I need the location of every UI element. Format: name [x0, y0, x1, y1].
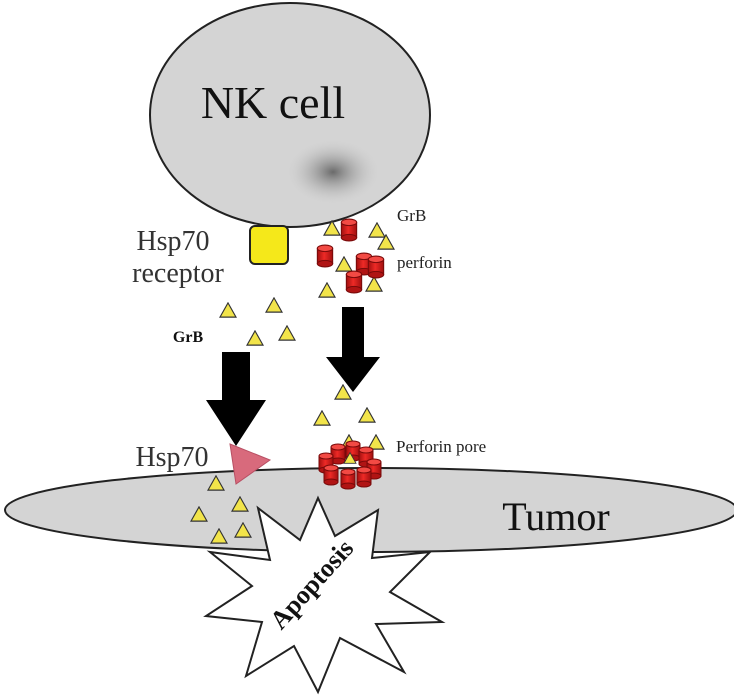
granzyme-granule — [318, 282, 336, 298]
receptor-label-line1: Hsp70 — [136, 226, 209, 257]
granzyme-granule — [368, 222, 386, 238]
perforin-arrow — [326, 307, 380, 392]
grb-left-label: GrB — [173, 329, 204, 346]
hsp70-receptor — [249, 225, 289, 265]
perforin-pore-label: Perforin pore — [396, 437, 486, 456]
granzyme-granule — [367, 434, 385, 450]
granzyme-arrow — [206, 352, 266, 446]
granzyme-granule — [313, 410, 331, 426]
grb-right-label: GrB — [397, 206, 426, 225]
granzyme-granule — [265, 297, 283, 313]
granzyme-granule — [219, 302, 237, 318]
nk-cell-label: NK cell — [201, 77, 345, 128]
hsp70-label: Hsp70 — [135, 442, 208, 473]
granzyme-granule — [358, 407, 376, 423]
apoptosis-burst — [203, 495, 446, 695]
tumor-label: Tumor — [502, 494, 609, 539]
hsp70-marker — [229, 443, 272, 485]
receptor-label-line2: receptor — [132, 258, 224, 289]
perforin-molecule — [316, 244, 334, 268]
granzyme-granule — [365, 276, 383, 292]
granzyme-granule — [246, 330, 264, 346]
granzyme-granule — [335, 256, 353, 272]
nk-nucleus — [287, 140, 379, 204]
granzyme-granule — [334, 384, 352, 400]
perforin-molecule — [367, 255, 385, 279]
perforin-label: perforin — [397, 253, 452, 272]
granzyme-granule — [278, 325, 296, 341]
perforin-molecule — [345, 270, 363, 294]
perforin-molecule — [340, 218, 358, 242]
